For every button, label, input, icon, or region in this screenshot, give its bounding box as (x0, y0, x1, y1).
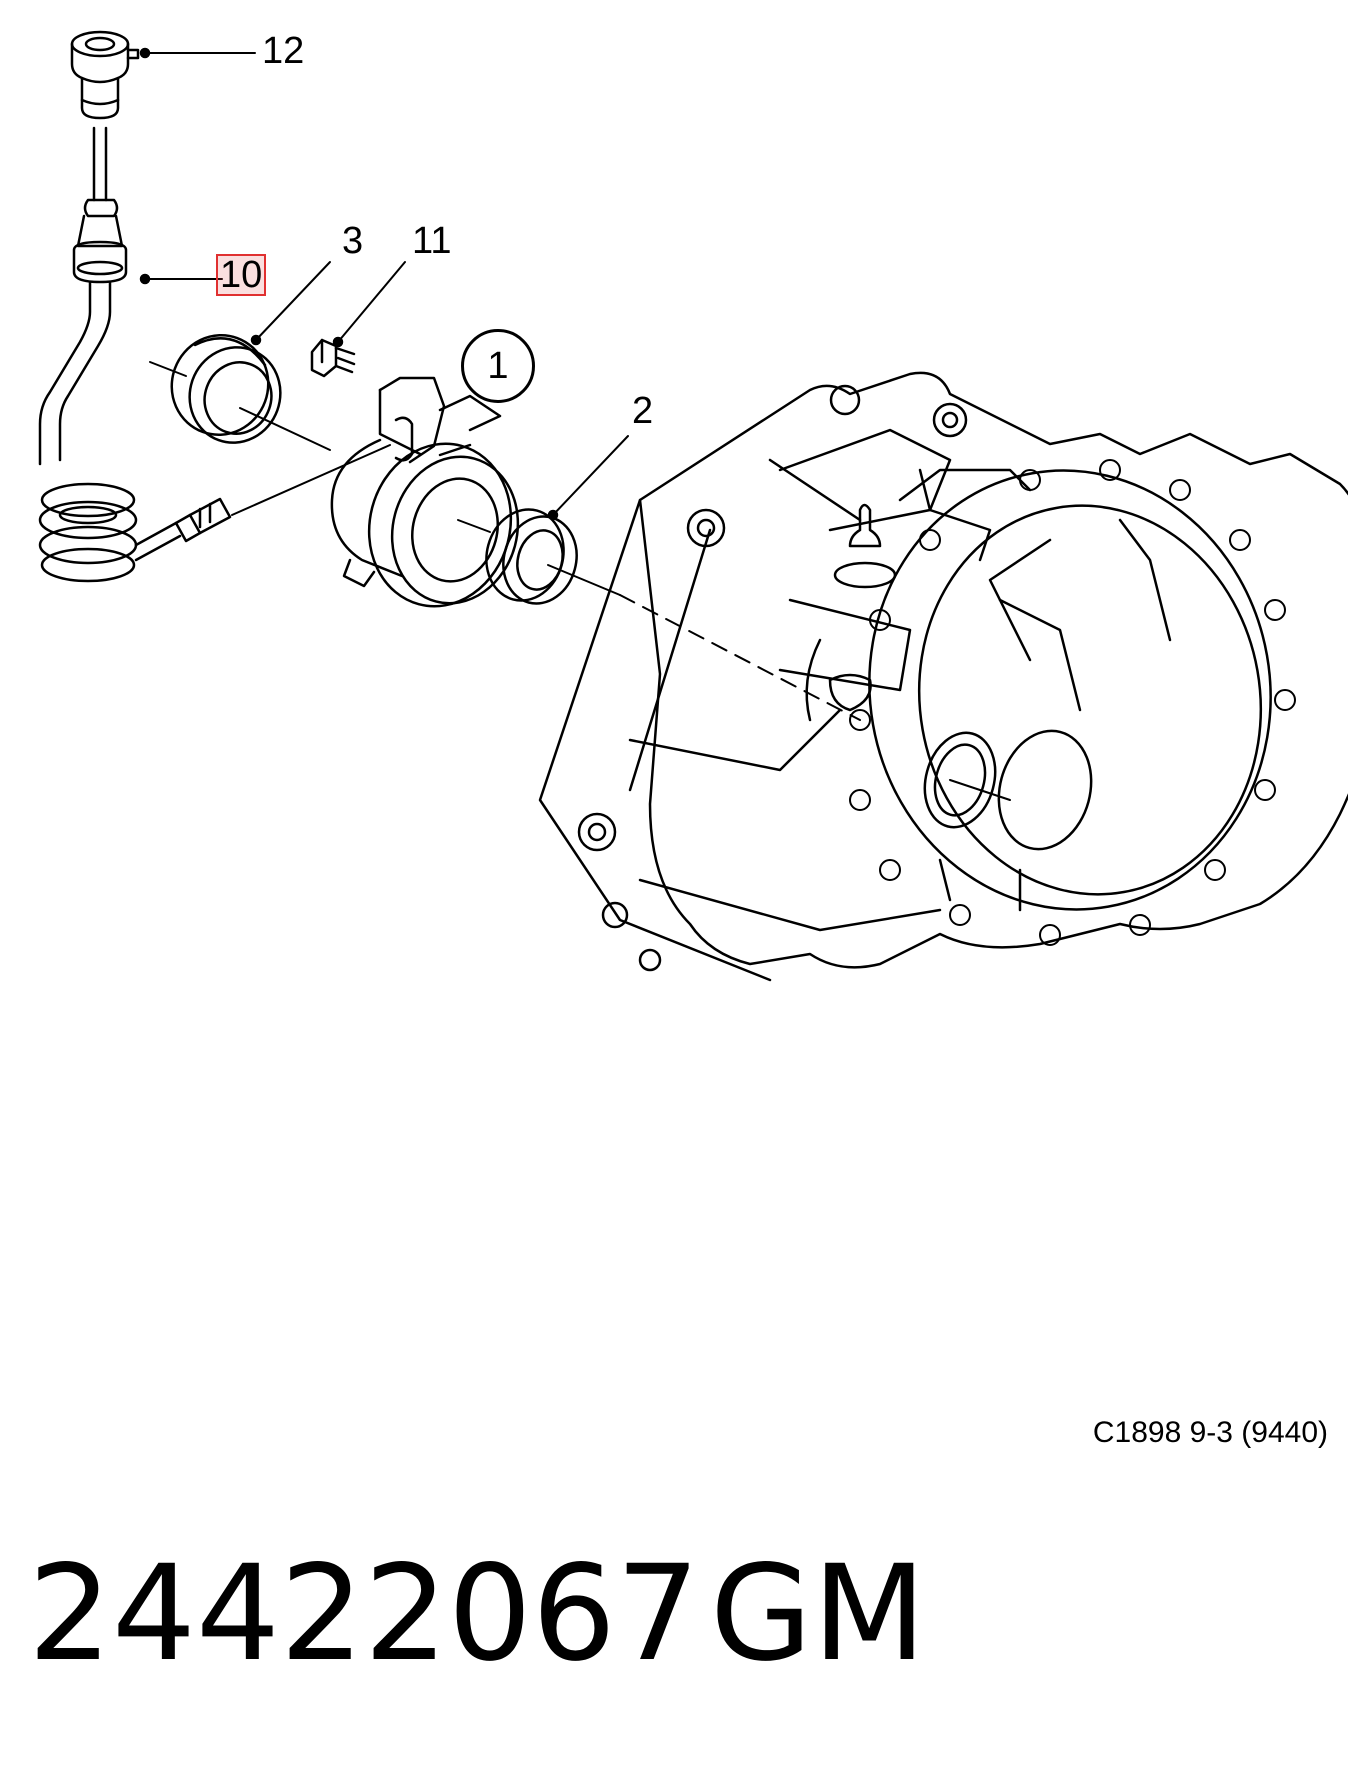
hydraulic-pipe-part-10 (38, 126, 232, 583)
transmission-housing (538, 371, 1348, 982)
diagram-reference-code: C1898 9-3 (9440) (1092, 1416, 1328, 1449)
callout-1[interactable]: 1 (462, 330, 534, 402)
bearing-part-2 (485, 508, 578, 605)
leader-line-11 (337, 261, 406, 343)
assembly-axis-lines (149, 361, 1011, 801)
part-brand: GM (710, 1537, 927, 1691)
callout-2[interactable]: 2 (632, 390, 654, 432)
callout-10[interactable]: 10 (215, 254, 267, 296)
leader-line-3 (255, 261, 331, 341)
leader-line-2 (552, 435, 629, 516)
callout-11[interactable]: 11 (412, 220, 452, 262)
callout-3[interactable]: 3 (342, 220, 364, 262)
connector-cap-part-12 (70, 30, 140, 120)
bolt-part-11 (310, 338, 356, 378)
part-number: 24422067 (28, 1537, 700, 1691)
callout-12[interactable]: 12 (262, 30, 305, 72)
seal-ring-part-3 (170, 333, 282, 444)
slave-cylinder-part-1 (330, 376, 520, 608)
